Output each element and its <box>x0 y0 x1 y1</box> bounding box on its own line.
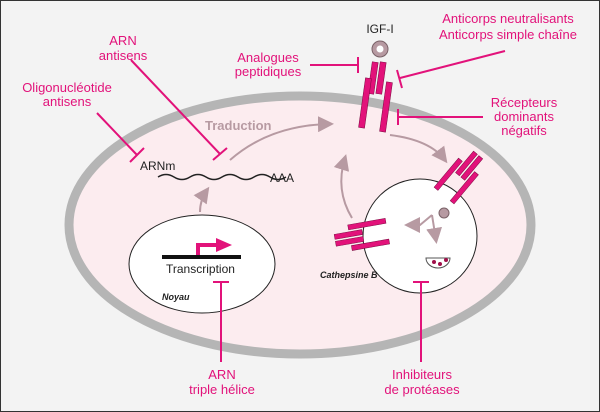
mrna-strand <box>157 173 287 181</box>
promoter-arrow-icon <box>196 243 218 255</box>
cathepsine-label: Cathepsine B <box>320 270 378 280</box>
aaa-label: AAA <box>270 171 294 185</box>
pathway-arrows <box>193 116 448 244</box>
igf-label: IGF-I <box>366 22 393 36</box>
noyau-label: Noyau <box>162 292 190 302</box>
igf-in-lysosome-icon <box>438 207 450 219</box>
gene-bar <box>162 255 241 259</box>
nucleus <box>128 214 276 314</box>
igf-receptor-internalized <box>433 150 484 205</box>
degradation-fragments-icon <box>425 257 451 269</box>
igf-receptor-recycled <box>333 218 390 251</box>
transcription-label: Transcription <box>166 262 235 276</box>
inhibition-lines <box>96 50 506 362</box>
igf-receptor-membrane <box>358 61 393 133</box>
traduction-label: Traduction <box>205 118 272 133</box>
arnm-label: ARNm <box>140 159 175 173</box>
